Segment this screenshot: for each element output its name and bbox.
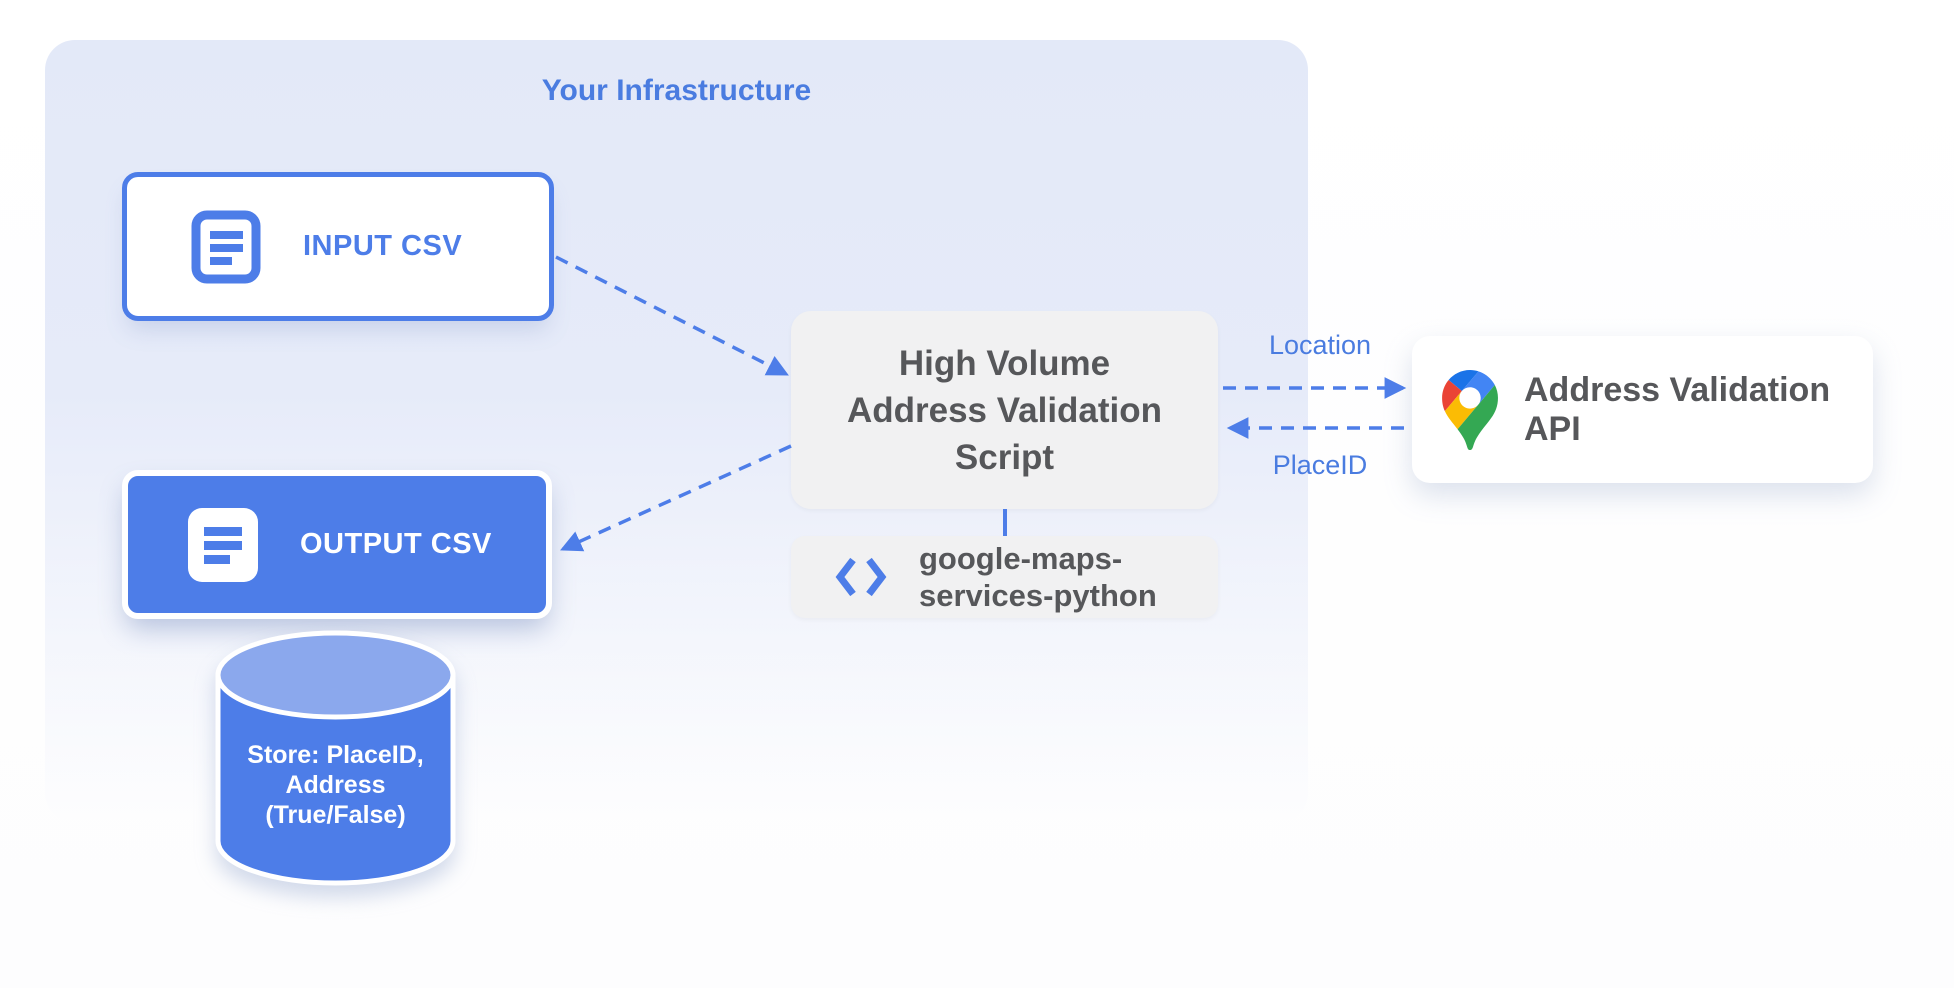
input-csv-node: INPUT CSV bbox=[122, 172, 554, 321]
datastore-node: Store: PlaceID, Address (True/False) bbox=[213, 628, 458, 894]
datastore-label: Store: PlaceID, Address (True/False) bbox=[213, 740, 458, 830]
script-node: High Volume Address Validation Script bbox=[791, 311, 1218, 509]
script-label-line2: Address Validation bbox=[846, 390, 1163, 430]
library-label-line1: google-maps- bbox=[919, 541, 1123, 576]
api-label: Address Validation API bbox=[1524, 370, 1831, 448]
library-node: google-maps- services-python bbox=[791, 536, 1218, 618]
infrastructure-title: Your Infrastructure bbox=[541, 74, 812, 107]
datastore-label-line1: Store: PlaceID, bbox=[247, 741, 424, 769]
datastore-label-line3: (True/False) bbox=[265, 801, 406, 829]
code-brackets-icon bbox=[835, 557, 887, 597]
output-csv-node: OUTPUT CSV bbox=[122, 470, 552, 619]
document-lines-icon bbox=[191, 210, 261, 283]
script-label-line1: High Volume bbox=[898, 343, 1111, 383]
datastore-label-line2: Address bbox=[285, 771, 386, 799]
edge-label-location: Location bbox=[1268, 330, 1372, 360]
script-label-line3: Script bbox=[954, 437, 1055, 477]
library-label-line2: services-python bbox=[919, 578, 1157, 613]
script-library-connector bbox=[1003, 509, 1007, 537]
input-csv-label: INPUT CSV bbox=[303, 230, 463, 262]
output-csv-label: OUTPUT CSV bbox=[300, 528, 492, 560]
api-node: Address Validation API bbox=[1412, 336, 1873, 483]
library-label: google-maps- services-python bbox=[919, 540, 1157, 614]
database-cylinder-shape bbox=[215, 630, 456, 886]
edge-label-placeid: PlaceID bbox=[1272, 450, 1368, 480]
google-maps-pin-icon bbox=[1442, 369, 1498, 450]
document-lines-icon bbox=[188, 507, 258, 582]
